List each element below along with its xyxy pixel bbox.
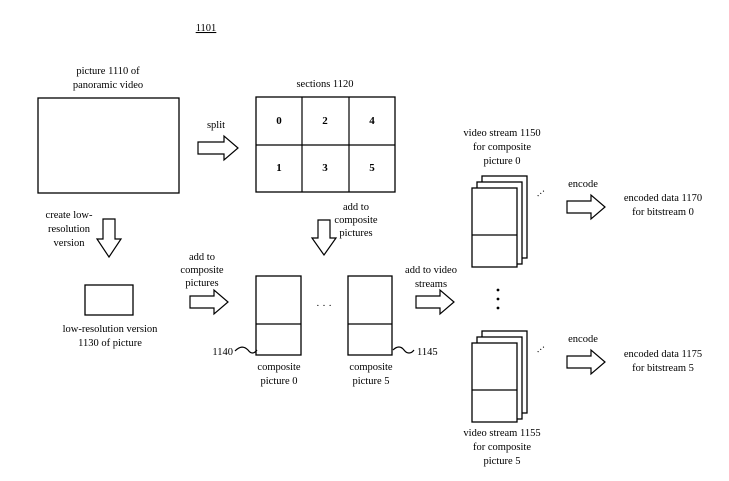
- create-low-res-line3: version: [54, 238, 86, 249]
- video-stream-bottom-line3: picture 5: [483, 456, 520, 467]
- video-stream-top-front-frame: [472, 188, 517, 267]
- composite-0-line1: composite: [257, 362, 300, 373]
- add-to-video-streams-line1: add to video: [405, 265, 457, 276]
- encoded-top-line1: encoded data 1170: [624, 193, 702, 204]
- composite-picture-0-box: [256, 276, 301, 355]
- section-cell-4: 4: [369, 115, 375, 127]
- composite-ellipsis: · · ·: [316, 301, 332, 312]
- vertical-ellipsis-dot-1: [497, 289, 500, 292]
- encode-bottom-arrow: [567, 350, 605, 374]
- encoded-bottom-line1: encoded data 1175: [624, 349, 702, 360]
- encode-top-label: encode: [568, 179, 598, 190]
- add-to-composite-down-arrow: [312, 220, 336, 255]
- video-stream-bottom-dots: ···: [534, 342, 549, 357]
- section-cell-0: 0: [276, 115, 282, 127]
- encode-top-arrow: [567, 195, 605, 219]
- composite-5-line1: composite: [349, 362, 392, 373]
- video-stream-bottom-line1: video stream 1155: [463, 428, 540, 439]
- split-arrow: [198, 136, 238, 160]
- create-low-res-line2: resolution: [48, 224, 91, 235]
- video-stream-top-line3: picture 0: [483, 156, 520, 167]
- vertical-ellipsis-dot-2: [497, 298, 500, 301]
- panoramic-picture-label-line2: panoramic video: [73, 80, 143, 91]
- create-low-res-down-arrow: [97, 219, 121, 257]
- section-cell-2: 2: [322, 115, 328, 127]
- video-stream-bottom-line2: for composite: [473, 442, 531, 453]
- composite-picture-5-box: [348, 276, 392, 355]
- encode-bottom-label: encode: [568, 334, 598, 345]
- panoramic-picture-box: [38, 98, 179, 193]
- low-res-version-line2: 1130 of picture: [78, 338, 142, 349]
- add-to-composite-right-arrow: [190, 290, 228, 314]
- add-to-composite-left-line2: composite: [180, 265, 223, 276]
- encoded-top-line2: for bitstream 0: [632, 207, 694, 218]
- composite-5-ref: 1145: [417, 347, 438, 358]
- vertical-ellipsis-dot-3: [497, 307, 500, 310]
- sections-label: sections 1120: [296, 79, 353, 90]
- add-to-composite-left-line3: pictures: [185, 278, 218, 289]
- encoded-bottom-line2: for bitstream 5: [632, 363, 694, 374]
- add-to-composite-top-line1: add to: [343, 202, 369, 213]
- video-stream-bottom-front-frame: [472, 343, 517, 422]
- composite-0-ref: 1140: [212, 347, 233, 358]
- composite-5-leader: [393, 347, 414, 353]
- video-stream-top-line1: video stream 1150: [463, 128, 540, 139]
- add-to-video-streams-arrow: [416, 290, 454, 314]
- split-label: split: [207, 120, 225, 131]
- add-to-composite-top-line3: pictures: [339, 228, 372, 239]
- section-cell-5: 5: [369, 162, 375, 174]
- section-cell-3: 3: [322, 162, 328, 174]
- composite-0-line2: picture 0: [260, 376, 297, 387]
- add-to-composite-left-line1: add to: [189, 252, 215, 263]
- low-res-version-box: [85, 285, 133, 315]
- video-stream-top-dots: ···: [534, 186, 549, 201]
- add-to-composite-top-line2: composite: [334, 215, 377, 226]
- section-cell-1: 1: [276, 162, 282, 174]
- panoramic-picture-label-line1: picture 1110 of: [76, 66, 140, 77]
- composite-0-leader: [235, 347, 257, 353]
- add-to-video-streams-line2: streams: [415, 279, 447, 290]
- video-stream-top-line2: for composite: [473, 142, 531, 153]
- composite-5-line2: picture 5: [352, 376, 389, 387]
- low-res-version-line1: low-resolution version: [63, 324, 159, 335]
- create-low-res-line1: create low-: [46, 210, 93, 221]
- figure-reference: 1101: [196, 23, 217, 34]
